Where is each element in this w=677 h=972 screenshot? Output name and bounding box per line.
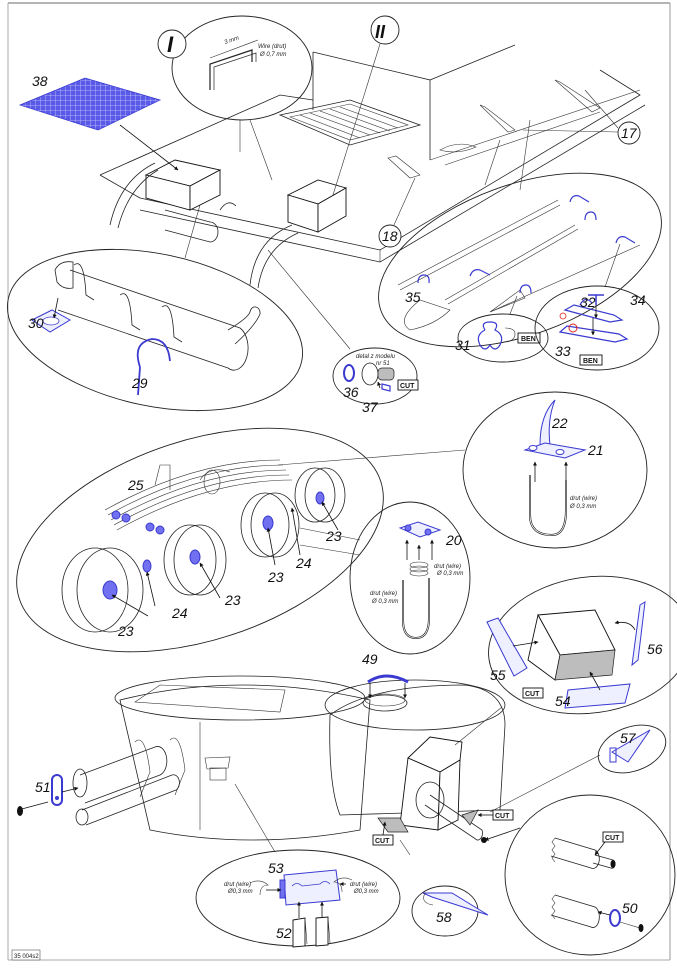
note-wire-20-right-diameter: Ø 0,3 mm (436, 571, 463, 577)
part-29-label: 29 (131, 375, 148, 391)
part-50-label: 50 (622, 900, 638, 916)
wire-diameter: Ø 0,7 mm (259, 52, 286, 58)
detail-II: II (332, 15, 400, 196)
detail-armored-box-54-56: CUT 54 55 56 (486, 575, 677, 715)
storage-box-right (286, 179, 348, 233)
part-51-label: 51 (35, 779, 51, 795)
detail-I: I 3 mm Wire (drut) Ø 0,7 mm (157, 15, 313, 181)
cut-tag-54 (522, 687, 544, 699)
detail-suspension-23-25: 23 23 23 23 24 24 25 (16, 427, 466, 653)
part-25-label: 25 (127, 477, 144, 493)
sheet-frame (7, 2, 671, 961)
part-49-label: 49 (362, 651, 378, 667)
part-51-rivet-ring (51, 774, 63, 806)
part-23-label-d: 23 (325, 528, 342, 544)
cut-tag-gun-text: CUT (605, 835, 620, 842)
bend-tag-33 (579, 354, 603, 366)
sheet-code-box: 35 004s2 (11, 949, 41, 961)
turret-right: 49 CUT CUT (324, 651, 601, 856)
part-52-label: 52 (276, 925, 292, 941)
note-wire-21: drut (wire) (570, 496, 597, 502)
note-wire-20-left: drut (wire) (370, 591, 397, 597)
part-30-label: 30 (28, 315, 44, 331)
part-32-label: 32 (580, 294, 596, 310)
callout-17: 17 (522, 89, 641, 145)
detail-bracket-57: 57 (597, 724, 667, 774)
detail-tools-35: 35 (378, 119, 662, 348)
turret-left: 51 (17, 675, 371, 853)
part-21-label: 21 (587, 442, 604, 458)
part-23-label-c: 23 (267, 569, 284, 585)
detail-clamp-31: BEN 31 (455, 295, 549, 363)
callout-17-label: 17 (621, 125, 638, 141)
detail-muffler-29-30: 30 29 (6, 204, 304, 412)
part-23-label-b: 23 (224, 592, 241, 608)
callout-18: 18 (378, 177, 416, 248)
cut-tag-36-text: CUT (400, 383, 415, 390)
cut-tag-36 (397, 379, 419, 391)
note-wire-53-right: drut (wire) (350, 882, 377, 888)
cut-tag-54-text: CUT (525, 691, 540, 698)
cut-tag-turret-right-text: CUT (495, 813, 510, 820)
note-wire-53-left-diameter: Ø0,3 mm (227, 889, 253, 895)
part-55-label: 55 (490, 667, 506, 683)
part-22-label: 22 (551, 415, 568, 431)
cut-tag-gun (602, 831, 624, 843)
note-wire-20-left-diameter: Ø 0,3 mm (371, 599, 398, 605)
part-33-label: 33 (555, 343, 571, 359)
note-wire-53-right-diameter: Ø0,3 mm (353, 889, 379, 895)
detail-periscope-52-53: 53 52 drut (wire) Ø0,3 mm drut (wire) Ø0… (195, 849, 401, 948)
part-37-label: 37 (362, 399, 379, 415)
wire-label: Wire (drut) (258, 44, 286, 50)
part-34-label: 34 (630, 292, 646, 308)
bend-tag-31 (517, 332, 541, 344)
detail-bracket-20: 20 drut (wire) Ø 0,3 mm drut (wire) Ø 0,… (349, 501, 471, 655)
road-wheels (61, 467, 346, 633)
part-20-label: 20 (445, 532, 462, 548)
note-detail-from-model-1: detal z modelu (356, 354, 396, 360)
part-24-label-a: 24 (171, 605, 188, 621)
callout-roman-1: I (167, 32, 174, 57)
detail-bracket-21-22: 22 21 drut (wire) Ø 0,3 mm (462, 391, 648, 549)
storage-box-left (144, 159, 222, 211)
part-35-label: 35 (405, 289, 421, 305)
wire-staple-drawing (209, 39, 259, 90)
part-58-label: 58 (436, 909, 452, 925)
dimension-label: 3 mm (224, 36, 240, 46)
hub-caps-23 (102, 491, 325, 600)
part-24-label-b: 24 (295, 555, 312, 571)
note-wire-21-diameter: Ø 0,3 mm (569, 504, 596, 510)
leaf-spring (104, 459, 293, 531)
callout-18-label: 18 (382, 228, 398, 244)
hull-rear-deck (99, 44, 646, 289)
part-57-label: 57 (620, 730, 637, 746)
callout-roman-2: II (375, 22, 386, 42)
detail-brackets-32-34: BEN 32 33 34 (534, 243, 660, 371)
detail-exhaust-36-37: detal z modelu nr 51 CUT 36 37 (267, 249, 419, 415)
part-56-label: 56 (647, 641, 663, 657)
part-38-engine-mesh: 38 (18, 73, 179, 171)
engine-grille-slats (299, 106, 399, 139)
part-53-label: 53 (268, 860, 284, 876)
note-wire-53-left: drut (wire) (224, 882, 251, 888)
part-23-label-a: 23 (117, 623, 134, 639)
part-38-label: 38 (32, 73, 48, 89)
bend-tag-33-text: BEN (583, 358, 598, 365)
note-wire-20-right: drut (wire) (434, 564, 461, 570)
sheet-code: 35 004s2 (14, 954, 39, 960)
bend-tag-31-text: BEN (521, 336, 536, 343)
part-36-label: 36 (343, 384, 359, 400)
detail-gun-barrel-50: CUT 50 (504, 794, 676, 956)
part-31-label: 31 (455, 337, 471, 353)
note-detail-from-model-2: nr 51 (376, 361, 390, 367)
cut-tag-turret-left-text: CUT (375, 838, 390, 845)
part-54-label: 54 (555, 693, 571, 709)
detail-bracket-58: 58 (411, 885, 489, 937)
